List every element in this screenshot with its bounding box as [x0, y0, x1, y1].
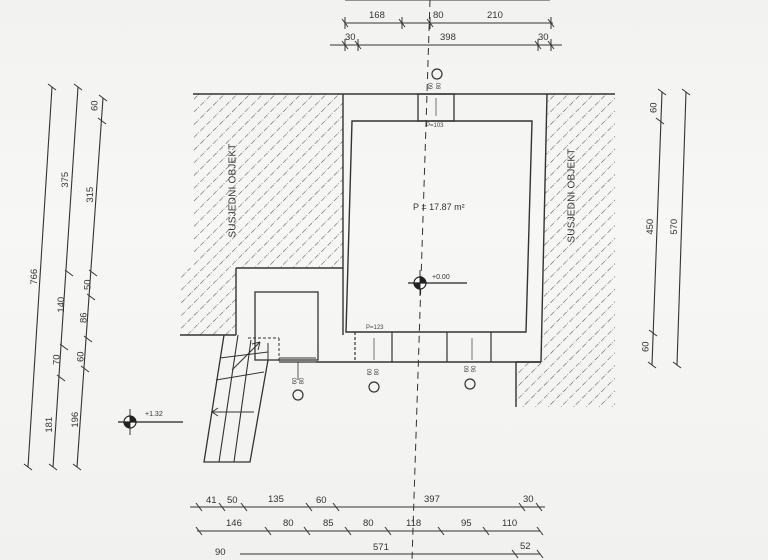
dim-bottom-95: 95 [461, 518, 472, 529]
dim-bottom-41: 41 [206, 495, 217, 506]
dim-bottom-50: 50 [227, 495, 238, 506]
bottom-dimension-lines [190, 502, 545, 559]
room-area-label: P = 17.87 m² [413, 202, 465, 212]
dim-bottom-52: 52 [520, 541, 531, 552]
opening-code-mid-2: 80 [374, 368, 381, 376]
opening-code-top-2: 80 [436, 82, 443, 90]
dim-bottom-118: 118 [406, 518, 422, 529]
dim-bottom-397: 397 [424, 494, 440, 505]
dim-bottom-571: 571 [373, 542, 389, 553]
dim-left-50: 50 [82, 279, 94, 291]
dim-left-375: 375 [60, 171, 72, 188]
room-walls [316, 93, 541, 363]
opening-code-top: 60 [428, 82, 435, 90]
bottom-window-note: P=123 [366, 325, 384, 331]
dim-bottom-80b: 80 [363, 518, 374, 529]
dim-left-60-top: 60 [89, 100, 101, 112]
dim-bottom-110: 110 [502, 518, 518, 529]
dim-bottom-90: 90 [215, 547, 226, 558]
dim-left-70: 70 [51, 354, 63, 366]
dim-left-181: 181 [44, 416, 56, 433]
dim-top-30-right: 30 [538, 32, 549, 43]
dim-left-60-mid: 60 [75, 351, 87, 363]
dim-left-766: 766 [29, 268, 41, 285]
neighbor-right-label: SUSJEDNI OBJEKT [566, 148, 578, 243]
dim-top-398: 398 [440, 32, 456, 43]
neighbor-building-left [180, 94, 343, 336]
dim-bottom-85: 85 [323, 518, 334, 529]
dim-left-86: 86 [78, 312, 90, 324]
opening-code-mid: 60 [367, 368, 374, 376]
entrance-stairs [203, 291, 319, 463]
top-dimension-lines [330, 0, 562, 51]
dim-right-450: 450 [645, 218, 657, 235]
dim-top-30-left: 30 [345, 32, 356, 43]
dim-right-60-bottom: 60 [640, 341, 652, 353]
neighbor-left-label: SUSJEDNI OBJEKT [227, 143, 239, 238]
opening-code-right-2: 90 [471, 365, 478, 373]
dim-bottom-80a: 80 [283, 518, 294, 529]
dim-right-60-top: 60 [648, 102, 660, 114]
dim-right-570: 570 [669, 218, 681, 235]
dim-bottom-60: 60 [316, 495, 327, 506]
dim-top-80: 80 [433, 10, 444, 21]
top-window-note: P=103 [426, 123, 444, 129]
dim-bottom-146: 146 [226, 518, 242, 529]
outside-level-label: +1.32 [145, 411, 163, 418]
left-dimension-lines [23, 83, 108, 471]
opening-tags [292, 68, 476, 401]
opening-code-door-2: 80 [299, 377, 306, 385]
dim-left-196: 196 [70, 411, 82, 428]
dim-top-168: 168 [369, 10, 385, 21]
level-marker-outside [118, 409, 183, 435]
dim-left-315: 315 [85, 186, 97, 203]
dim-bottom-135: 135 [268, 494, 284, 505]
level-marker-room [408, 270, 467, 296]
dim-bottom-30: 30 [523, 494, 534, 505]
dim-top-210: 210 [487, 10, 503, 21]
opening-code-door: 60 [292, 377, 299, 385]
right-dimension-lines [647, 88, 691, 369]
opening-code-right: 60 [464, 365, 471, 373]
dim-left-140: 140 [56, 296, 68, 313]
room-level-label: +0.00 [432, 274, 450, 281]
